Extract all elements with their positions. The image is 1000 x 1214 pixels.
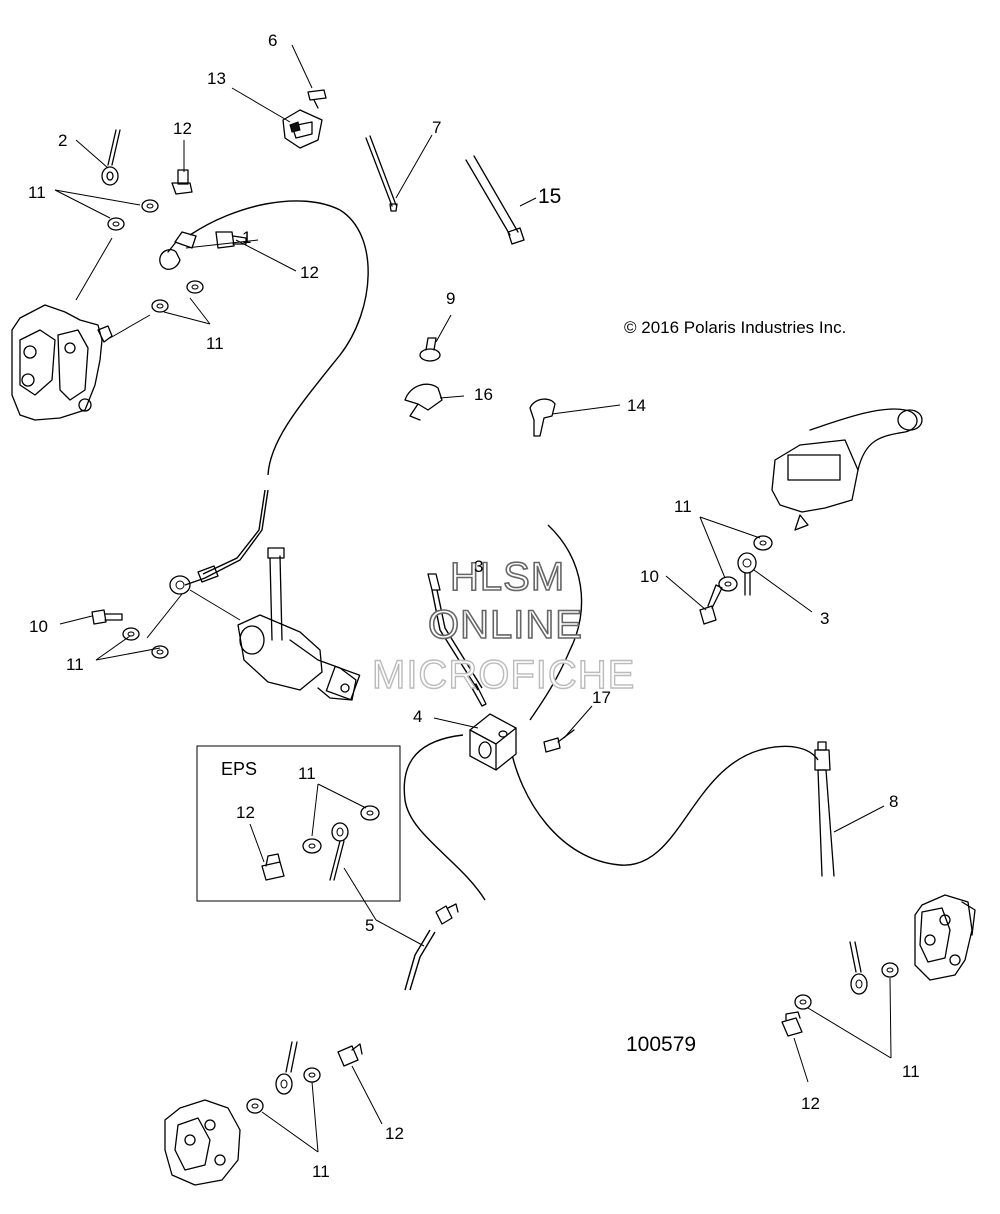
callout-12: 12 bbox=[173, 119, 192, 138]
caliper-rear-right bbox=[914, 894, 976, 981]
rod-7 bbox=[365, 135, 398, 212]
hose-end-8 bbox=[814, 741, 835, 877]
callout-8: 8 bbox=[889, 792, 898, 811]
screw-6 bbox=[307, 89, 327, 109]
brake-hoses bbox=[184, 200, 819, 991]
callout-15: 15 bbox=[538, 185, 561, 208]
brake-line-front-left bbox=[189, 200, 369, 476]
callout-4: 4 bbox=[413, 707, 422, 726]
hose-end-2 bbox=[101, 129, 121, 186]
hose-end-5 bbox=[435, 903, 459, 925]
brake-line-center bbox=[529, 524, 583, 721]
brake-line-rear-right bbox=[509, 744, 819, 866]
caliper-front-left bbox=[11, 304, 113, 421]
callout-12: 12 bbox=[236, 803, 255, 822]
washers-11-lower-left bbox=[246, 1067, 321, 1114]
washers-11-upper-left bbox=[107, 199, 204, 313]
leader-lines bbox=[54, 44, 892, 1153]
watermark-line2: ONLINE bbox=[428, 603, 583, 647]
callout-3: 3 bbox=[474, 557, 483, 576]
rod-15 bbox=[465, 155, 525, 245]
callout-12: 12 bbox=[801, 1094, 820, 1113]
bolt-10-left bbox=[91, 609, 123, 625]
callout-14: 14 bbox=[627, 396, 646, 415]
watermark-line1: HLSM bbox=[450, 555, 565, 599]
bolt-10-right bbox=[699, 584, 723, 625]
callout-labels: 6 13 2 12 7 15 11 1 12 11 9 16 14 11 10 … bbox=[28, 31, 920, 1181]
callout-11: 11 bbox=[206, 334, 224, 353]
hose-end-lower-left bbox=[275, 1041, 298, 1095]
callout-6: 6 bbox=[268, 31, 277, 50]
hose-end-lower-right bbox=[849, 941, 868, 995]
washers-11-lower-right bbox=[794, 962, 899, 1010]
washers-11-right-upper bbox=[718, 535, 773, 592]
banjo-fitting-1 bbox=[159, 231, 197, 270]
callout-2: 2 bbox=[58, 131, 67, 150]
clip-16 bbox=[404, 383, 443, 421]
clip-14 bbox=[529, 398, 556, 437]
callout-9: 9 bbox=[446, 289, 455, 308]
hose-end-3-right bbox=[737, 552, 757, 596]
callout-11: 11 bbox=[312, 1162, 330, 1181]
callout-16: 16 bbox=[474, 385, 493, 404]
callout-11: 11 bbox=[28, 183, 46, 202]
callout-7: 7 bbox=[432, 118, 441, 137]
brake-lever-assembly bbox=[771, 408, 923, 531]
bolt-12-lower-right bbox=[781, 1011, 803, 1037]
callout-13: 13 bbox=[207, 69, 226, 88]
brake-line-front-right bbox=[403, 734, 486, 901]
callout-3: 3 bbox=[820, 609, 829, 628]
screw-17 bbox=[543, 729, 575, 753]
washers-11-left bbox=[122, 627, 169, 659]
diagram-number: 100579 bbox=[626, 1033, 696, 1056]
callout-17: 17 bbox=[592, 688, 611, 707]
eps-inset bbox=[196, 745, 401, 902]
bolt-12-lower-left bbox=[337, 1043, 363, 1067]
copyright-notice: © 2016 Polaris Industries Inc. bbox=[624, 318, 846, 337]
watermark: HLSM ONLINE MICROFICHE bbox=[371, 554, 635, 698]
callout-10: 10 bbox=[640, 567, 659, 586]
callout-10: 10 bbox=[29, 617, 48, 636]
hose-end-3-center bbox=[427, 573, 487, 707]
callout-11: 11 bbox=[66, 655, 84, 674]
callout-1: 1 bbox=[242, 228, 251, 247]
junction-block-4 bbox=[469, 713, 517, 771]
callout-11: 11 bbox=[674, 497, 692, 516]
clip-13 bbox=[282, 109, 323, 149]
callout-11: 11 bbox=[902, 1062, 920, 1081]
watermark-line3: MICROFICHE bbox=[372, 653, 635, 697]
caliper-rear-left bbox=[164, 1099, 241, 1186]
rivet-9 bbox=[419, 337, 441, 362]
callout-12: 12 bbox=[385, 1124, 404, 1143]
inset-title-eps: EPS bbox=[221, 759, 257, 779]
callout-5: 5 bbox=[365, 916, 374, 935]
bolt-12-upper bbox=[171, 169, 247, 249]
callout-11: 11 bbox=[298, 764, 316, 783]
callout-12: 12 bbox=[300, 263, 319, 282]
master-cylinder bbox=[169, 547, 361, 701]
